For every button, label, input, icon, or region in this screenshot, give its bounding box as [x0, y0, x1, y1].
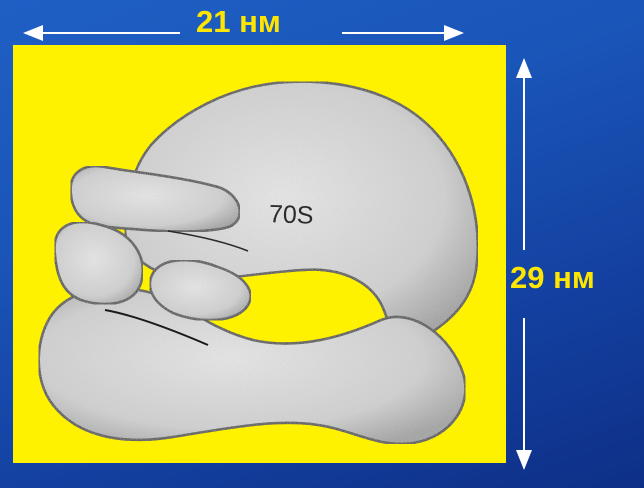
particle-label: 70S [269, 200, 314, 230]
illustration-panel: 70S [13, 45, 506, 463]
ribosome-illustration: 70S [13, 45, 506, 463]
height-dimension-label: 29 нм [510, 262, 595, 293]
width-dimension-label: 21 нм [196, 6, 281, 37]
